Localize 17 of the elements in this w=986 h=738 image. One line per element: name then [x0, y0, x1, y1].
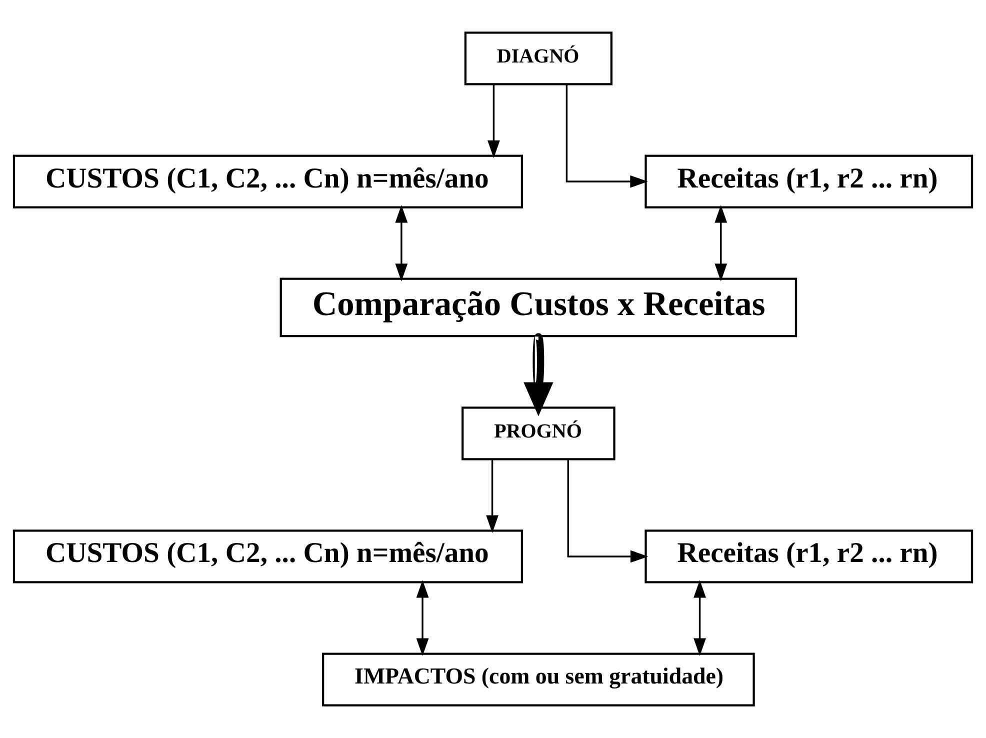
- arrow: [524, 334, 554, 416]
- node-box: IMPACTOS (com ou sem gratuidade): [322, 652, 755, 706]
- arrow: [395, 205, 408, 282]
- node-box: Receitas (r1, r2 ... rn): [644, 154, 974, 208]
- arrow: [694, 580, 706, 656]
- node-box: CUSTOS (C1, C2, ... Cn) n=mês/ano: [12, 154, 524, 208]
- node-box: CUSTOS (C1, C2, ... Cn) n=mês/ano: [12, 530, 524, 584]
- node-box: Receitas (r1, r2 ... rn): [644, 530, 974, 584]
- arrow: [416, 580, 429, 656]
- arrow: [567, 460, 648, 563]
- arrow: [486, 460, 498, 533]
- node-box: PROGNÓ: [462, 406, 616, 460]
- arrow: [566, 84, 648, 188]
- arrow: [488, 84, 500, 158]
- node-box: DIAGNÓ: [464, 32, 612, 86]
- arrow: [714, 205, 728, 282]
- node-box: Comparação Custos x Receitas: [280, 278, 798, 338]
